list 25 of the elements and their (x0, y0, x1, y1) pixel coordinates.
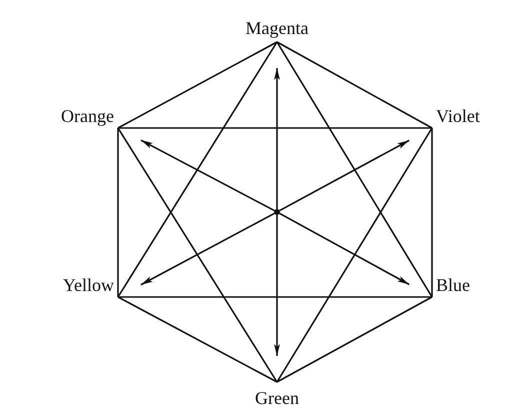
arrow (279, 140, 410, 212)
arrow (140, 139, 275, 212)
connector-line (117, 42, 278, 298)
color-label: Blue (436, 275, 470, 295)
arrow (279, 212, 410, 286)
connector-line (276, 296, 432, 383)
center-dot (274, 209, 280, 215)
color-label: Orange (61, 106, 114, 126)
connector-line (118, 296, 432, 298)
connector-line (276, 128, 433, 382)
color-label: Violet (436, 106, 480, 126)
arrow (274, 68, 280, 209)
connector-line (431, 128, 433, 297)
connector-line (118, 127, 432, 129)
color-label: Green (255, 388, 299, 408)
color-label: Magenta (246, 18, 308, 38)
connector-line (118, 296, 278, 383)
connector-line (118, 41, 278, 129)
connector-line (117, 128, 119, 297)
connector-line (117, 128, 278, 382)
connector-line (276, 42, 433, 298)
color-label: Yellow (62, 275, 114, 295)
arrow (274, 215, 280, 356)
connector-line (276, 41, 432, 129)
arrow (140, 212, 275, 286)
